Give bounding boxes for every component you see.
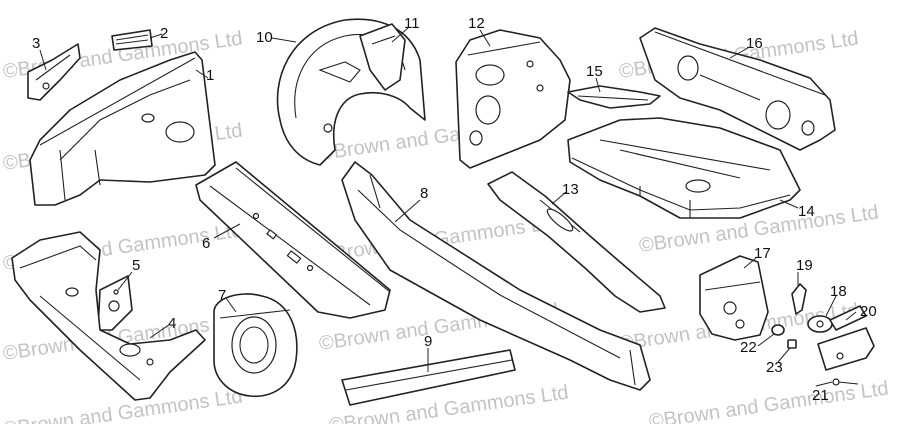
callout-9: 9 — [424, 333, 432, 350]
part-21-bracket — [817, 327, 875, 371]
callout-15: 15 — [586, 63, 603, 80]
callout-7: 7 — [218, 287, 226, 304]
callout-20: 20 — [860, 303, 877, 320]
part-3-gusset — [27, 43, 81, 101]
part-4-front-cross-panel — [11, 231, 206, 401]
callout-17: 17 — [754, 245, 771, 262]
part-18-disc — [807, 315, 833, 333]
callout-2: 2 — [160, 25, 168, 42]
part-19-clip — [791, 283, 807, 315]
watermark: ©Brown and Gammons Ltd — [648, 378, 890, 424]
callout-1: 1 — [206, 67, 214, 84]
callout-19: 19 — [796, 257, 813, 274]
part-5-plate — [97, 275, 133, 331]
callout-22: 22 — [740, 339, 757, 356]
callout-16: 16 — [746, 35, 763, 52]
callout-3: 3 — [32, 35, 40, 52]
part-21-bolt — [832, 378, 859, 386]
part-6-crossmember — [195, 161, 391, 319]
leader-lines — [39, 27, 857, 387]
part-16-rear-bulkhead — [639, 27, 836, 151]
part-7-cowl — [213, 293, 298, 398]
part-2-bracket — [111, 29, 153, 51]
part-13-inner-sill — [487, 171, 666, 313]
watermark: ©Brown and Gammons Ltd — [2, 386, 244, 424]
callout-8: 8 — [420, 185, 428, 202]
part-15-strip — [567, 85, 661, 109]
callout-10: 10 — [256, 29, 273, 46]
part-1-inner-wing-panel — [29, 51, 216, 206]
callout-labels: 1 2 3 4 5 6 7 8 9 10 11 12 13 14 15 16 1… — [32, 15, 877, 404]
part-9-strip — [341, 349, 516, 406]
callout-18: 18 — [830, 283, 847, 300]
callout-4: 4 — [168, 315, 176, 332]
part-23-nut — [787, 339, 797, 349]
callout-6: 6 — [202, 235, 210, 252]
callout-23: 23 — [766, 359, 783, 376]
callout-5: 5 — [132, 257, 140, 274]
callout-13: 13 — [562, 181, 579, 198]
callout-11: 11 — [404, 15, 420, 32]
callout-14: 14 — [798, 203, 815, 220]
part-17-bracket-assembly — [699, 255, 769, 341]
part-14-boot-floor — [567, 117, 801, 219]
part-8-sill — [341, 161, 651, 391]
callout-21: 21 — [812, 387, 829, 404]
part-22-bush — [771, 324, 785, 336]
part-12-rear-inner-panel — [455, 29, 571, 169]
callout-12: 12 — [468, 15, 485, 32]
